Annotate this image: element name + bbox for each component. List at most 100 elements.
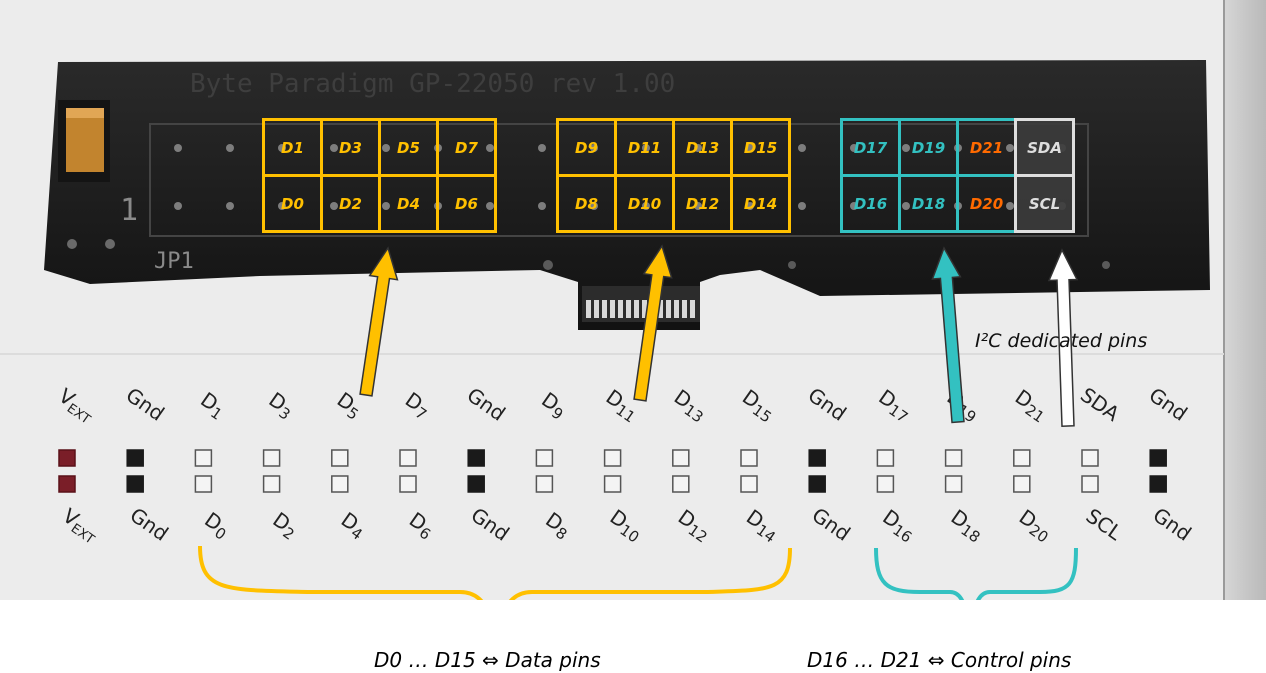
header-pin-d3: D3 (320, 118, 381, 177)
header-pin-d19: D19 (898, 118, 959, 177)
connector-tooth (690, 300, 695, 318)
connector-tooth (634, 300, 639, 318)
header-pin-d1: D1 (262, 118, 323, 177)
connector-pin-signal (876, 449, 895, 467)
connector-pin-signal (262, 449, 281, 467)
i2c-note: I²C dedicated pins (975, 330, 1148, 352)
header-pin-d7: D7 (436, 118, 497, 177)
control-arrow (931, 246, 965, 424)
data-pins-brace (198, 545, 792, 600)
data-arrow-right (633, 244, 673, 402)
header-pin (330, 144, 338, 152)
control-pins-brace (874, 547, 1078, 600)
connector-pin-signal (876, 475, 895, 493)
header-pin (746, 202, 754, 210)
connector-pin-signal (1013, 449, 1031, 467)
connector-pin-ground (1149, 475, 1167, 493)
header-pin (902, 202, 910, 210)
connector-tooth (602, 300, 607, 318)
connector-pin-signal (262, 475, 281, 493)
header-pin-d11: D11 (614, 118, 675, 177)
header-pin (1006, 144, 1014, 152)
header-pin (382, 144, 390, 152)
connector-pin-ground (467, 449, 485, 467)
pinout-diagram: Byte Paradigm GP-22050 rev 1.00 1 JP1 VE… (0, 0, 1266, 600)
connector-pin-signal (535, 475, 554, 493)
connector-tooth (682, 300, 687, 318)
enclosure-edge (1224, 0, 1266, 600)
header-pin-d10: D10 (614, 174, 675, 233)
connector-tooth (586, 300, 591, 318)
header-pin-d14: D14 (730, 174, 791, 233)
edge-connector (582, 286, 700, 322)
header-pin (694, 202, 702, 210)
connector-pin-signal (331, 449, 349, 467)
connector-pin-signal (740, 475, 758, 493)
connector-tooth (618, 300, 623, 318)
i2c-arrow (1047, 248, 1079, 427)
header-pin (174, 202, 182, 210)
control-pins-legend: D16 … D21 ⇔ Control pins (807, 648, 1072, 672)
header-pin-d15: D15 (730, 118, 791, 177)
header-pin (902, 144, 910, 152)
header-pin (642, 202, 650, 210)
header-pin (226, 144, 234, 152)
board-photo: Byte Paradigm GP-22050 rev 1.00 1 JP1 VE… (0, 0, 1266, 600)
connector-pin-signal (1013, 475, 1031, 493)
connector-tooth (610, 300, 615, 318)
pcb-board (44, 60, 1210, 330)
connector-pin-signal (1081, 449, 1099, 467)
pin-one-label: 1 (120, 193, 138, 228)
connector-pin-signal (603, 449, 622, 467)
capacitor (58, 100, 110, 182)
connector-tooth (658, 300, 663, 318)
header-pin (694, 144, 702, 152)
header-pin-d21: D21 (956, 118, 1017, 177)
header-pin (174, 144, 182, 152)
connector-tooth (642, 300, 647, 318)
header-pin-d13: D13 (672, 118, 733, 177)
data-pins-legend: D0 … D15 ⇔ Data pins (374, 648, 601, 672)
connector-pin-ground (808, 449, 826, 467)
header-pin-d6: D6 (436, 174, 497, 233)
header-pin (278, 144, 286, 152)
header-pin-d12: D12 (672, 174, 733, 233)
header-pin (278, 202, 286, 210)
header-pin-d17: D17 (840, 118, 901, 177)
header-pin-sda: SDA (1014, 118, 1075, 177)
header-outline (149, 123, 1089, 237)
header-pin (642, 144, 650, 152)
header-pin (226, 202, 234, 210)
connector-pin-signal (194, 475, 213, 493)
connector-tooth (666, 300, 671, 318)
header-pin (746, 144, 754, 152)
header-pin (798, 202, 806, 210)
connector-pin-signal (740, 449, 758, 467)
connector-pin-ground (467, 475, 485, 493)
header-pin-d8: D8 (556, 174, 617, 233)
header-pin-d4: D4 (378, 174, 439, 233)
header-pin (486, 144, 494, 152)
header-pin (850, 202, 858, 210)
connector-pin-signal (672, 475, 690, 493)
connector-pin-signal (194, 449, 213, 467)
connector-pin-signal (672, 449, 690, 467)
connector-pin-ground (126, 449, 144, 467)
header-pin (486, 202, 494, 210)
header-pin-d20: D20 (956, 174, 1017, 233)
connector-pin-signal (399, 449, 417, 467)
header-pin-d18: D18 (898, 174, 959, 233)
silkscreen-title: Byte Paradigm GP-22050 rev 1.00 (190, 69, 675, 99)
connector-pin-signal (331, 475, 349, 493)
header-pin (330, 202, 338, 210)
connector-pin-signal (603, 475, 622, 493)
connector-pin-ground (1149, 449, 1167, 467)
connector-pin-power (58, 475, 76, 493)
connector-pin-signal (1081, 475, 1099, 493)
jumper-label: JP1 (154, 249, 194, 274)
connector-pin-signal (944, 475, 963, 493)
connector-tooth (626, 300, 631, 318)
header-pin (382, 202, 390, 210)
header-pin (850, 144, 858, 152)
connector-pin-ground (808, 475, 826, 493)
